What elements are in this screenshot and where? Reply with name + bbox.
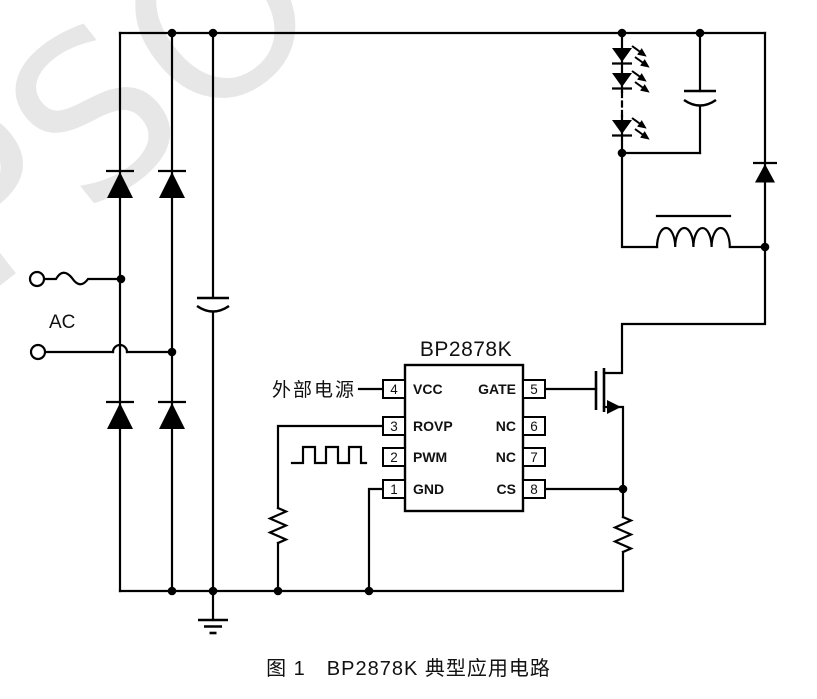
led-light-arrows [631,45,650,68]
bridge-diode-4 [158,400,186,429]
pin-number-2: 2 [390,450,398,465]
pin-label-nc1: NC [496,418,516,434]
pin-box-3 [382,416,406,436]
bridge-diode-2 [158,169,186,198]
freewheel-diode [753,161,777,183]
source-wire [602,405,625,519]
pin-number-4: 4 [390,382,398,397]
pin-label-gate: GATE [478,381,516,397]
led-to-inductor-wire [620,151,659,249]
fuse [43,271,123,286]
inductor-coils [655,226,767,249]
ic-pin-numbers: 4 3 2 1 5 6 7 8 [390,382,538,497]
pin-box-6 [522,416,546,436]
led-light-arrows [631,117,650,140]
bridge-diode-3 [106,400,134,429]
pin-label-vcc: VCC [413,381,443,397]
pin-box-4 [382,379,406,399]
pin-number-7: 7 [530,450,538,465]
ic-body [403,363,525,513]
wire-crossover-hop [111,343,129,354]
external-power-label: 外部电源 [272,379,356,401]
cs-resistor [612,515,634,554]
mosfet-source-arrow [607,400,621,414]
pin-number-6: 6 [530,419,538,434]
bridge-diode-1 [106,169,134,198]
ac-live-terminal [28,270,46,288]
pin-box-2 [382,447,406,467]
figure-caption: 图 1 BP2878K 典型应用电路 [266,658,551,680]
pin-box-7 [522,447,546,467]
ac-neutral-terminal [29,343,47,361]
led-1 [612,45,650,68]
junction-dots [116,28,770,596]
rovp-pin-wire [276,424,385,510]
pin-number-3: 3 [390,419,398,434]
bus-capacitor [196,296,230,313]
pin-box-8 [522,479,546,499]
ic-pin-labels: VCC ROVP PWM GND GATE NC NC CS [413,381,516,497]
drain-wire [602,31,767,375]
pin-number-1: 1 [390,482,398,497]
ic-pin-boxes [382,379,546,499]
ic-title: BP2878K [420,338,512,361]
output-capacitor [683,89,717,107]
bottom-rail-wire [118,550,625,593]
ground-symbol [198,618,228,635]
pin-number-8: 8 [530,482,538,497]
ac-input-label: AC [49,312,75,333]
pin-box-1 [382,479,406,499]
led-light-arrows [631,70,650,93]
led-2 [612,70,650,93]
gnd-pin-wire [367,487,385,593]
pin-label-nc2: NC [496,449,516,465]
pin-label-cs: CS [497,481,516,497]
pwm-waveform [290,445,368,465]
rovp-resistor [267,506,289,545]
pin-label-gnd: GND [413,481,444,497]
pin-label-rovp: ROVP [413,418,453,434]
led-3 [612,117,650,140]
mosfet [594,368,621,414]
pin-number-5: 5 [530,382,538,397]
pin-label-pwm: PWM [413,449,447,465]
ac-terminals [28,270,47,361]
pin-box-5 [522,379,546,399]
